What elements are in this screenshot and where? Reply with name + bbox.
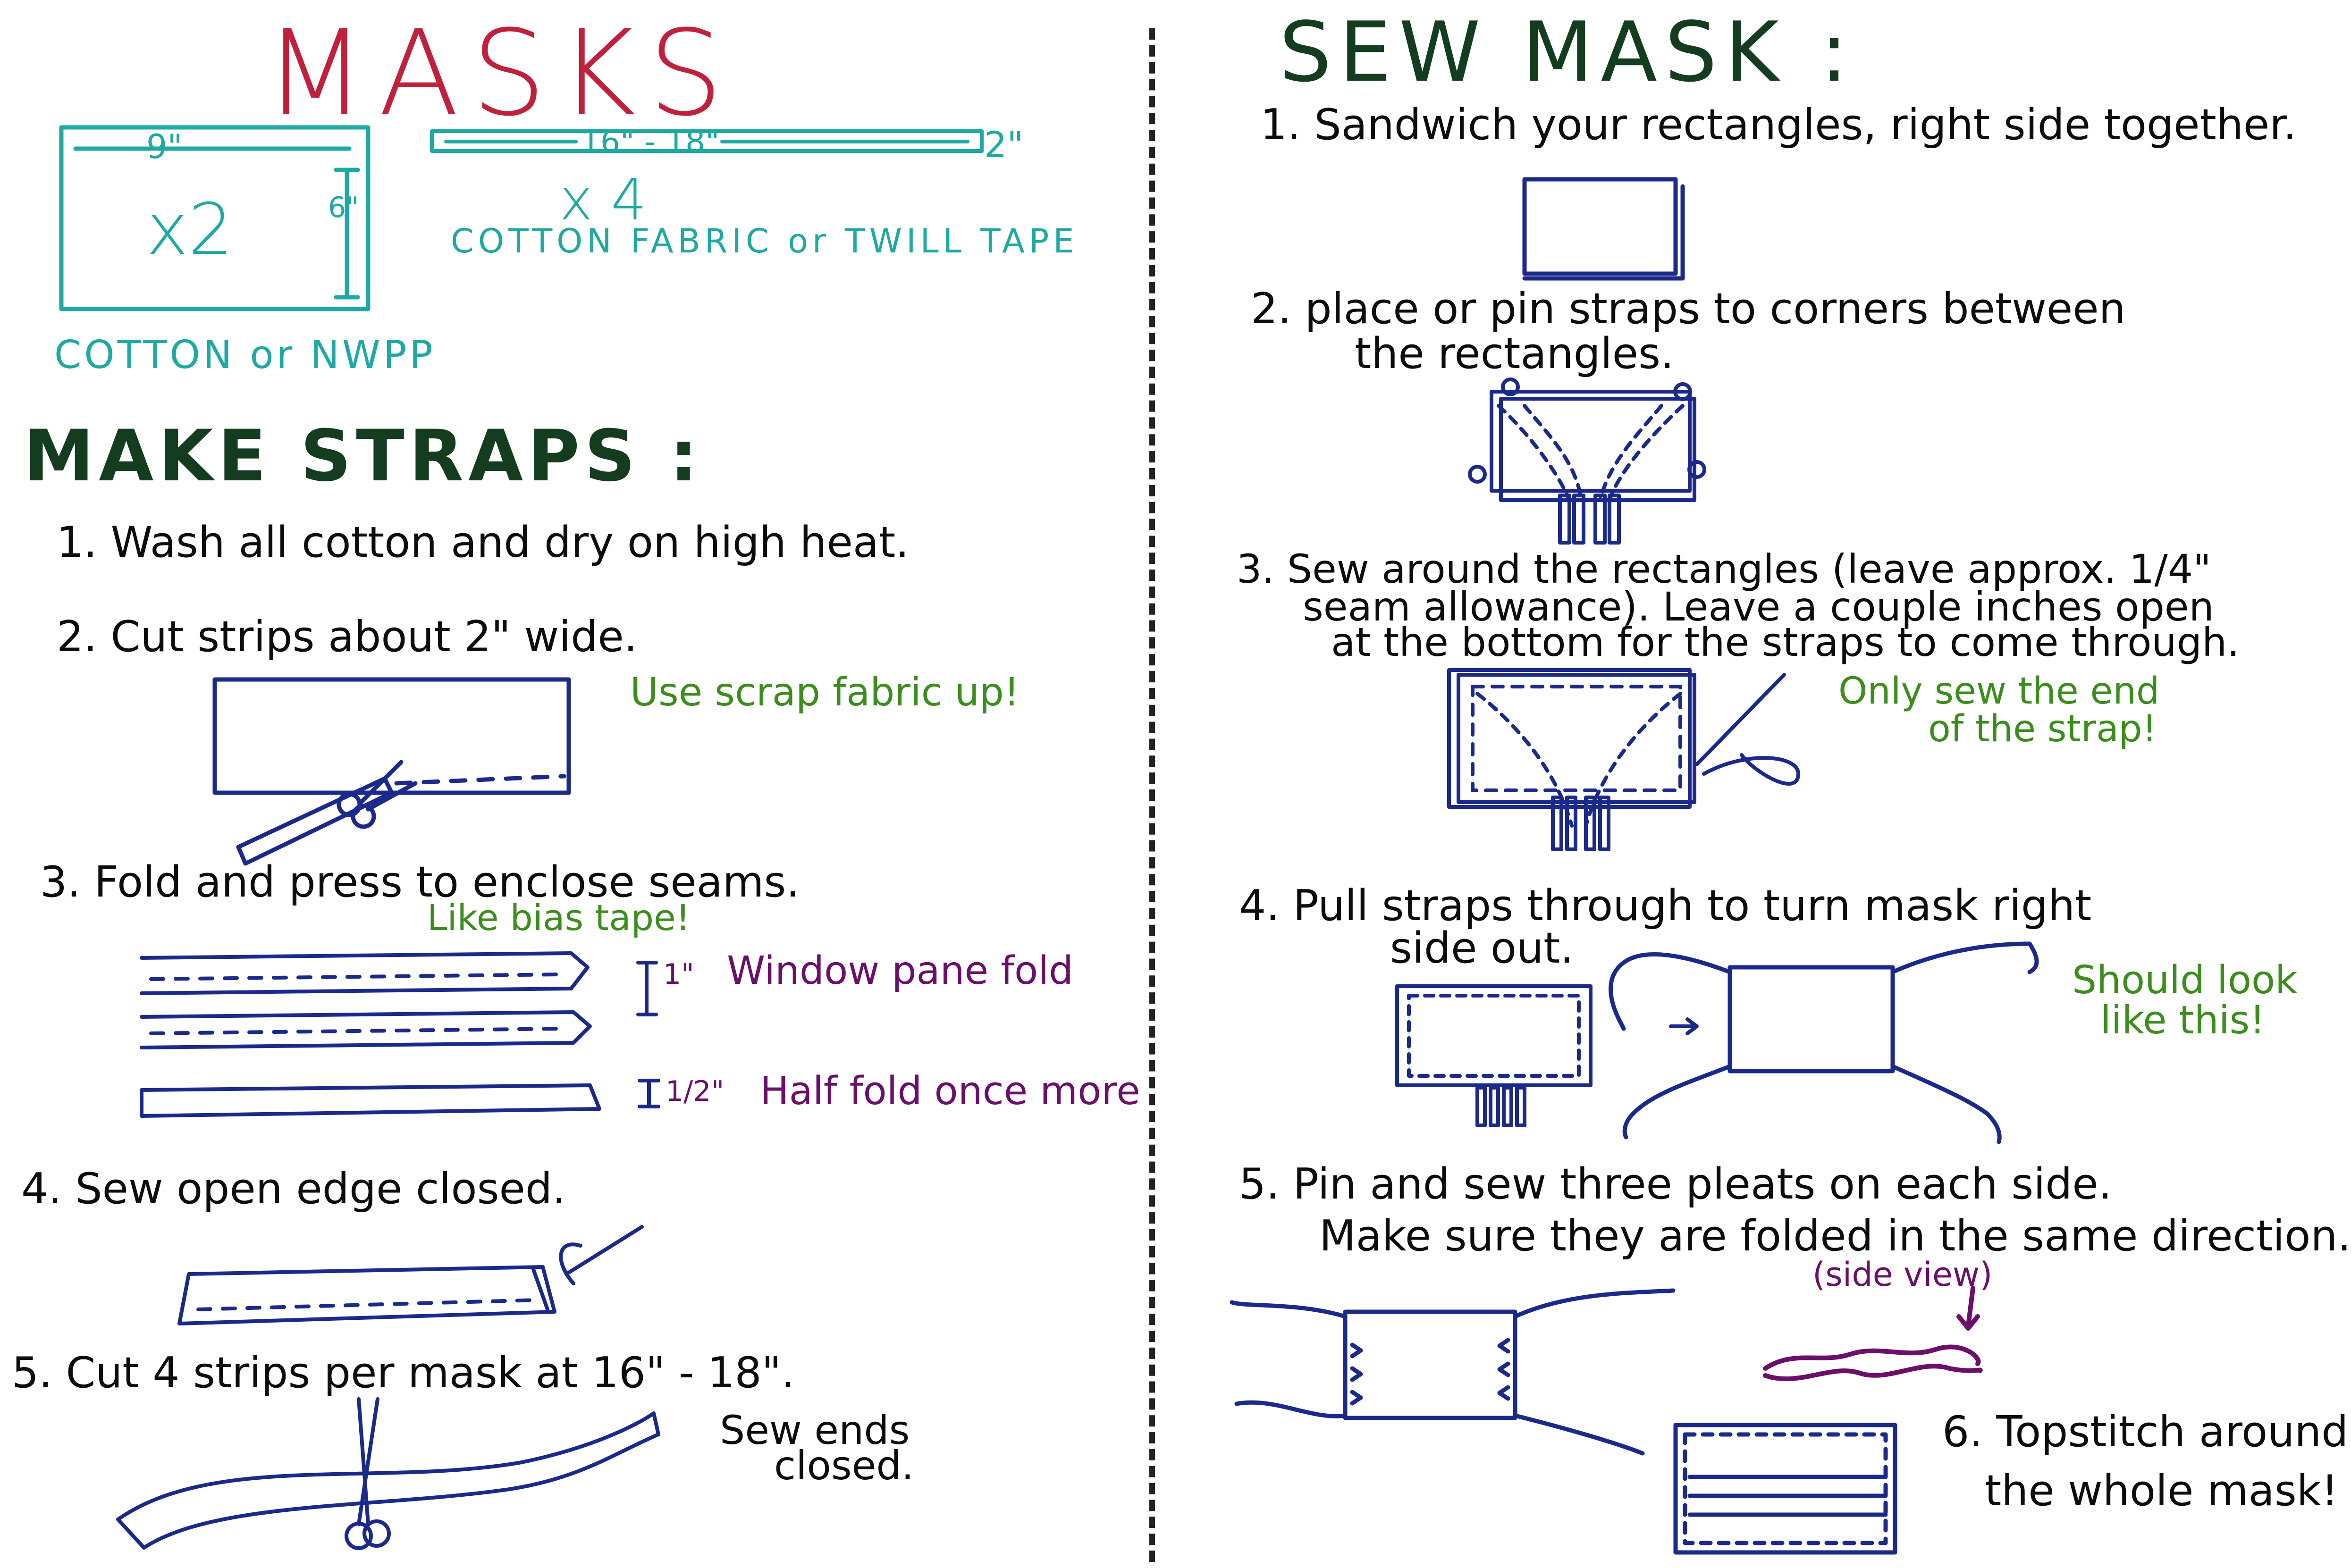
strap-step-3: 3. Fold and press to enclose seams. <box>40 857 800 907</box>
cut-strip-drawing <box>212 677 571 866</box>
strap-width-label: 2" <box>984 124 1024 166</box>
scrap-note: Use scrap fabric up! <box>630 670 1020 715</box>
fold-1-note: Window pane fold <box>727 948 1074 993</box>
finished-mask-drawing <box>1609 941 2039 1144</box>
strap-length-label: 16" - 18" <box>581 124 720 160</box>
sew-ends-note-1: Sew ends <box>720 1407 910 1453</box>
mask-step-2b: the rectangles. <box>1355 329 1674 378</box>
rect-height-label: 6" <box>328 191 359 224</box>
look-note-1: Should look <box>2072 958 2298 1003</box>
sew-edge-drawing <box>177 1225 644 1325</box>
sew-around-drawing <box>1447 668 1800 851</box>
mask-step-6b: the whole mask! <box>1985 1466 2338 1516</box>
mask-step-4b: side out. <box>1390 923 1574 973</box>
cut-long-strip-drawing <box>116 1397 660 1550</box>
mask-step-1: 1. Sandwich your rectangles, right side … <box>1260 100 2297 150</box>
fold-2-note: Half fold once more <box>760 1069 1140 1114</box>
mask-step-2: 2. place or pin straps to corners betwee… <box>1251 284 2126 334</box>
sandwich-rectangles-drawing <box>1522 177 1685 281</box>
strap-step-4: 4. Sew open edge closed. <box>21 1164 566 1214</box>
mask-step-3: 3. Sew around the rectangles (leave appr… <box>1237 546 2211 592</box>
only-sew-note-1: Only sew the end <box>1838 670 2160 713</box>
bias-note: Like bias tape! <box>427 897 691 939</box>
look-note-2: like this! <box>2100 998 2266 1043</box>
column-divider <box>1149 28 1155 1562</box>
rect-width-label: 9" <box>146 127 183 166</box>
mask-step-4: 4. Pull straps through to turn mask righ… <box>1239 881 2092 931</box>
fold-1-size: 1" <box>663 958 694 991</box>
topstitch-mask-drawing <box>1673 1423 1897 1555</box>
fold-2-size: 1/2" <box>666 1075 725 1108</box>
mask-step-6: 6. Topstitch around <box>1942 1407 2349 1457</box>
make-straps-heading: MAKE STRAPS : <box>24 415 703 497</box>
half-fold-drawing <box>140 1079 660 1118</box>
mask-step-3c: at the bottom for the straps to come thr… <box>1331 619 2240 665</box>
rect-qty-label: x2 <box>146 189 234 271</box>
sew-mask-heading: SEW MASK : <box>1279 5 1856 101</box>
strap-step-2: 2. Cut strips about 2" wide. <box>57 612 638 662</box>
pleated-mask-drawing <box>1230 1288 1676 1456</box>
strap-step-5: 5. Cut 4 strips per mask at 16" - 18". <box>12 1348 795 1398</box>
window-pane-fold-drawing <box>140 951 658 1049</box>
mask-step-5b: Make sure they are folded in the same di… <box>1319 1211 2351 1261</box>
pinned-straps-drawing <box>1468 377 1706 545</box>
strap-material-label: COTTON FABRIC or TWILL TAPE <box>451 222 1079 260</box>
turn-out-drawing <box>1395 984 1699 1127</box>
side-view-note: (side view) <box>1812 1255 1993 1294</box>
strap-step-1: 1. Wash all cotton and dry on high heat. <box>57 518 909 567</box>
only-sew-note-2: of the strap! <box>1928 708 2157 750</box>
mask-step-5: 5. Pin and sew three pleats on each side… <box>1239 1159 2112 1209</box>
page-title: MASKS <box>264 5 736 142</box>
mask-step-3b: seam allowance). Leave a couple inches o… <box>1303 584 2214 630</box>
rect-material-label: COTTON or NWPP <box>54 333 436 377</box>
side-view-pleat-drawing <box>1763 1286 1983 1382</box>
sew-ends-note-2: closed. <box>774 1442 914 1489</box>
strap-qty-label: x 4 <box>559 168 647 233</box>
